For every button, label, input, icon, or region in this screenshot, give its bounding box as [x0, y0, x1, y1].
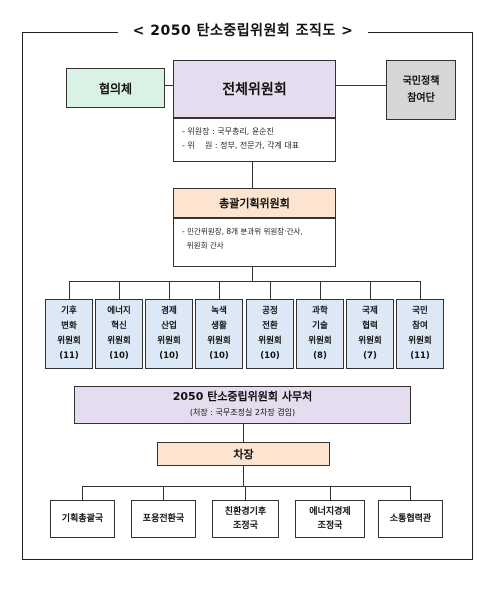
committee-line: 생활: [211, 321, 227, 331]
bureau-inclusive-transition: 포용전환국: [131, 500, 196, 538]
connector-c4: [219, 281, 220, 299]
citizen-policy-group-box: 국민정책 참여단: [386, 60, 456, 120]
planning-notes: - 민간위원장, 8개 분과위 위원장·간사, 위원회 간사: [173, 218, 336, 267]
committee-line: 기술: [312, 321, 328, 331]
secretariat-box: 2050 탄소중립위원회 사무처 (처장 : 국무조정실 2차장 겸임): [74, 386, 411, 424]
committee-line: 공정: [262, 306, 278, 316]
plenary-committee-box: 전체위원회: [173, 60, 336, 118]
committee-climate-change: 기후 변화 위원회 (11): [45, 299, 93, 369]
committee-line: 혁신: [111, 321, 127, 331]
connector-plenary-planning: [252, 162, 253, 188]
committee-international-cooperation: 국제 협력 위원회 (7): [346, 299, 394, 369]
committee-line: 경제: [161, 306, 177, 316]
bureau-line: 기획총괄국: [61, 514, 104, 524]
bureau-bus: [82, 486, 411, 487]
committee-line: 전환: [262, 321, 278, 331]
bureau-planning-coordination: 기획총괄국: [50, 500, 115, 538]
committee-line: 협력: [362, 321, 378, 331]
committee-line: 변화: [61, 321, 77, 331]
committee-line: 국민: [412, 306, 428, 316]
committee-line: 위원회: [207, 336, 231, 346]
plenary-notes: - 위원장 : 국무총리, 윤순진 - 위 원 : 정부, 전문가, 각계 대표: [173, 118, 336, 162]
committee-line: 위원회: [57, 336, 81, 346]
committee-count: (7): [363, 351, 377, 361]
connector-b2: [163, 486, 164, 500]
committee-line: 위원회: [258, 336, 282, 346]
planning-committee-box: 총괄기획위원회: [173, 188, 336, 218]
plenary-note-members: - 위 원 : 정부, 전문가, 각계 대표: [182, 141, 300, 150]
connector-vice-bus: [243, 466, 244, 486]
planning-note-line-2: 위원회 간사: [182, 241, 224, 250]
bureau-line: 조정국: [233, 521, 258, 531]
committee-line: 참여: [412, 321, 428, 331]
committee-count: (11): [410, 351, 430, 361]
planning-note-line-1: - 민간위원장, 8개 분과위 위원장·간사,: [182, 227, 303, 236]
committee-count: (11): [59, 351, 79, 361]
connector-c8: [420, 281, 421, 299]
connector-b4: [330, 486, 331, 500]
connector-council: [165, 85, 173, 86]
committee-line: 기후: [61, 306, 77, 316]
council-box: 협의체: [66, 68, 165, 108]
plenary-note-chair: - 위원장 : 국무총리, 윤순진: [182, 127, 274, 136]
secretariat-note: (처장 : 국무조정실 2차장 겸임): [189, 408, 296, 417]
bureau-line: 에너지경제: [309, 507, 351, 517]
committee-public-participation: 국민 참여 위원회 (11): [396, 299, 444, 369]
bureau-line: 조정국: [317, 521, 343, 531]
connector-c5: [270, 281, 271, 299]
committee-line: 위원회: [408, 336, 432, 346]
committee-count: (10): [159, 351, 179, 361]
committee-bus: [69, 281, 421, 282]
connector-secretariat-vice: [243, 424, 244, 442]
connector-citizen: [336, 85, 386, 86]
connector-c7: [370, 281, 371, 299]
committee-economy-industry: 경제 산업 위원회 (10): [145, 299, 193, 369]
committee-count: (10): [209, 351, 229, 361]
committee-count: (10): [109, 351, 129, 361]
committee-line: 위원회: [308, 336, 332, 346]
committee-energy-innovation: 에너지 혁신 위원회 (10): [95, 299, 143, 369]
citizen-group-line-2: 참여단: [407, 93, 435, 104]
committee-science-technology: 과학 기술 위원회 (8): [296, 299, 344, 369]
committee-line: 위원회: [107, 336, 131, 346]
connector-c2: [119, 281, 120, 299]
committee-line: 에너지: [107, 306, 131, 316]
committee-line: 국제: [362, 306, 378, 316]
committee-count: (10): [260, 351, 280, 361]
connector-b5: [410, 486, 411, 500]
connector-c6: [320, 281, 321, 299]
connector-planning-bus: [252, 267, 253, 281]
bureau-line: 소통협력관: [389, 514, 432, 524]
committee-line: 위원회: [358, 336, 382, 346]
committee-line: 위원회: [157, 336, 181, 346]
connector-b1: [82, 486, 83, 500]
bureau-line: 친환경기후: [224, 507, 267, 517]
secretariat-title: 2050 탄소중립위원회 사무처: [172, 390, 313, 403]
bureau-eco-climate: 친환경기후 조정국: [212, 500, 279, 538]
connector-c3: [169, 281, 170, 299]
diagram-title: < 2050 탄소중립위원회 조직도 >: [118, 20, 368, 42]
committee-count: (8): [313, 351, 327, 361]
citizen-group-line-1: 국민정책: [402, 76, 440, 87]
bureau-communication-cooperation: 소통협력관: [378, 500, 443, 538]
committee-just-transition: 공정 전환 위원회 (10): [246, 299, 294, 369]
bureau-line: 포용전환국: [142, 514, 185, 524]
committee-line: 녹색: [211, 306, 227, 316]
committee-line: 산업: [161, 321, 177, 331]
committee-green-living: 녹색 생활 위원회 (10): [195, 299, 243, 369]
connector-b3: [245, 486, 246, 500]
connector-c1: [69, 281, 70, 299]
bureau-energy-economy: 에너지경제 조정국: [295, 500, 365, 538]
vice-director-box: 차장: [157, 442, 330, 466]
committee-line: 과학: [312, 306, 328, 316]
